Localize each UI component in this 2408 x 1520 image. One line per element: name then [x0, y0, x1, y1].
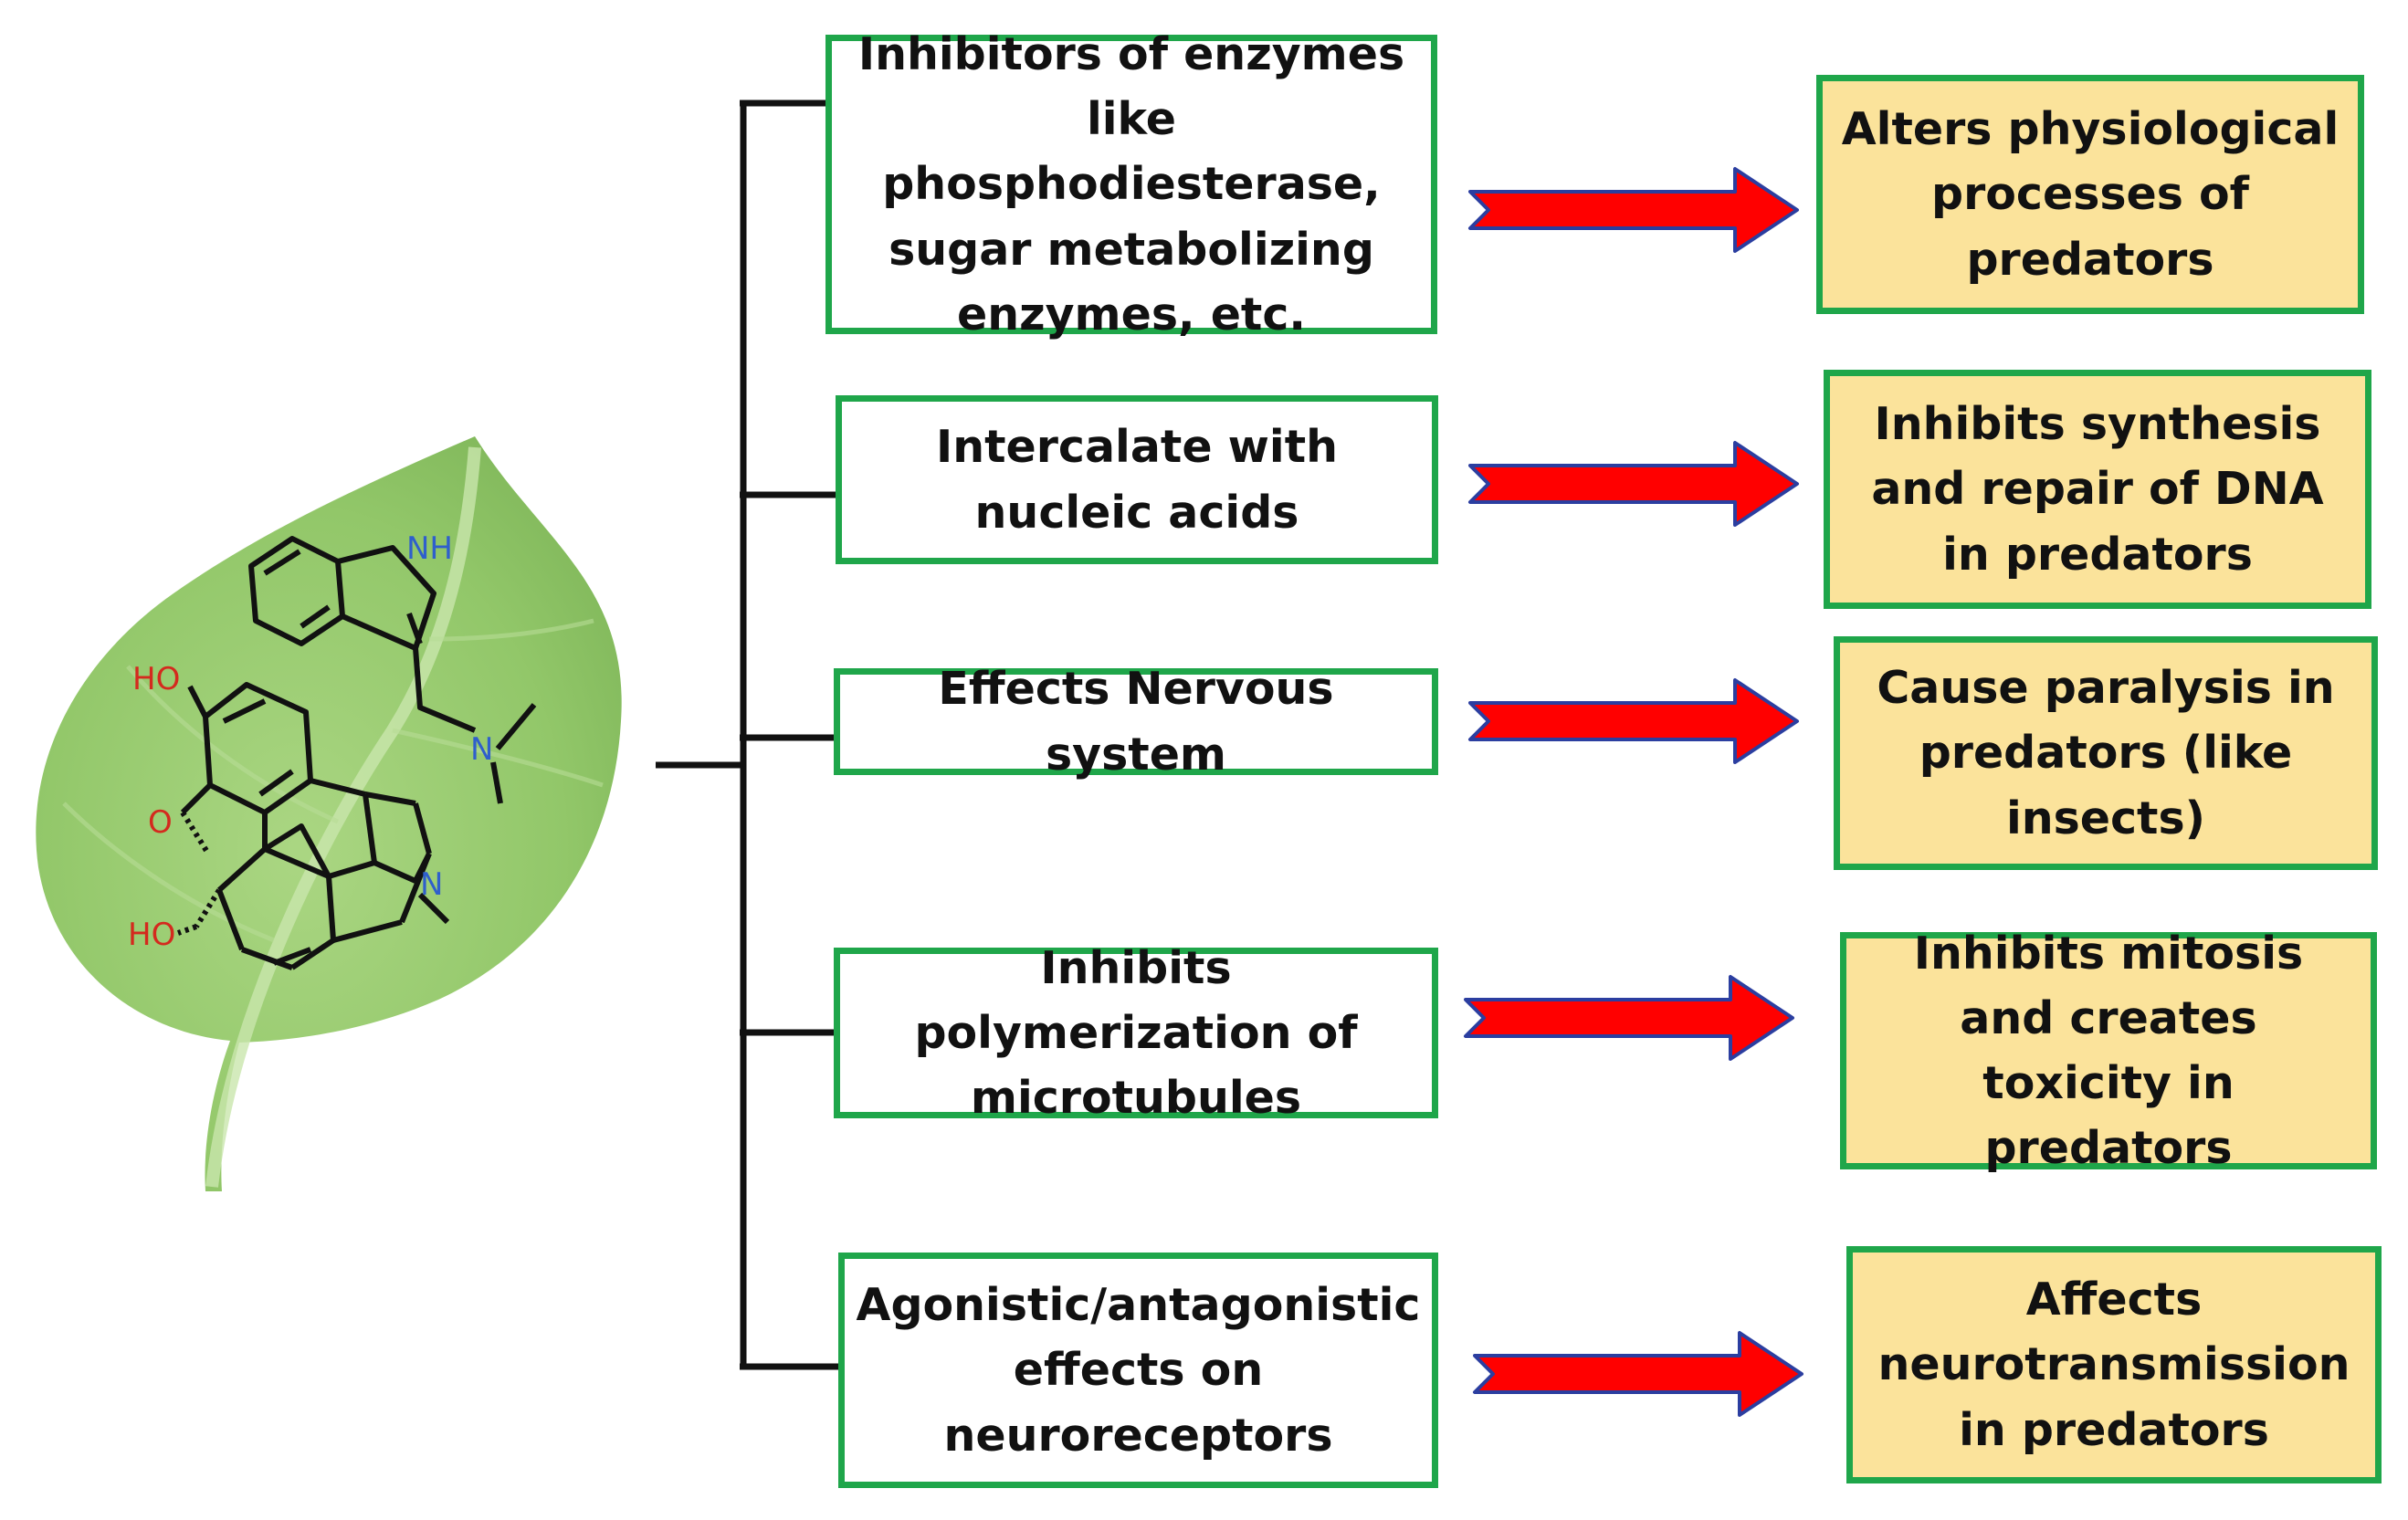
mechanism-text: Intercalate with nucleic acids: [936, 421, 1338, 539]
effect-box-neurotransmission: Affects neurotransmission in predators: [1846, 1246, 2382, 1483]
mechanism-box-nucleic-acids: Intercalate with nucleic acids: [836, 395, 1438, 564]
mechanism-box-enzyme-inhibitors: Inhibitors of enzymes like phosphodieste…: [825, 28, 1437, 341]
mechanism-text: Agonistic/antagonistic effects on neuror…: [856, 1279, 1421, 1462]
effect-box-dna: Inhibits synthesis and repair of DNA in …: [1824, 370, 2371, 609]
arrow-mechanism-1: [1468, 167, 1799, 253]
label-ho-bottom: HO: [128, 917, 175, 953]
effect-text: Alters physiological processes of predat…: [1841, 103, 2340, 286]
arrow-mechanism-2: [1468, 441, 1799, 527]
effect-text: Inhibits synthesis and repair of DNA in …: [1871, 398, 2324, 581]
label-ho-top: HO: [132, 661, 180, 697]
effect-box-paralysis: Cause paralysis in predators (like insec…: [1834, 636, 2378, 870]
mechanism-box-microtubules: Inhibits polymerization of microtubules: [834, 942, 1438, 1124]
effect-text: Affects neurotransmission in predators: [1877, 1274, 2350, 1456]
mechanism-box-nervous-system: Effects Nervous system: [834, 663, 1438, 781]
mechanism-box-neuroreceptors: Agonistic/antagonistic effects on neuror…: [838, 1253, 1438, 1488]
effect-box-mitosis: Inhibits mitosis and creates toxicity in…: [1840, 928, 2377, 1174]
arrow-shapes: [1464, 167, 1803, 1417]
arrow-mechanism-5: [1473, 1331, 1803, 1417]
label-o-ring: O: [148, 804, 173, 841]
label-n-ring: N: [420, 866, 443, 903]
arrow-mechanism-4: [1464, 975, 1794, 1061]
alkaloid-structure: [177, 536, 537, 970]
effect-text: Inhibits mitosis and creates toxicity in…: [1913, 927, 2304, 1175]
label-n-amine: N: [470, 731, 493, 768]
label-nh: NH: [406, 530, 453, 567]
mechanism-text: Inhibits polymerization of microtubules: [914, 941, 1358, 1125]
mechanism-text: Inhibitors of enzymes like phosphodieste…: [857, 28, 1405, 341]
connector-tree: [656, 100, 842, 1370]
effect-box-physiological: Alters physiological processes of predat…: [1816, 75, 2364, 314]
leaf-illustration: [36, 436, 622, 1191]
arrow-mechanism-3: [1468, 678, 1799, 764]
effect-text: Cause paralysis in predators (like insec…: [1877, 662, 2335, 844]
mechanism-text: Effects Nervous system: [938, 663, 1334, 781]
